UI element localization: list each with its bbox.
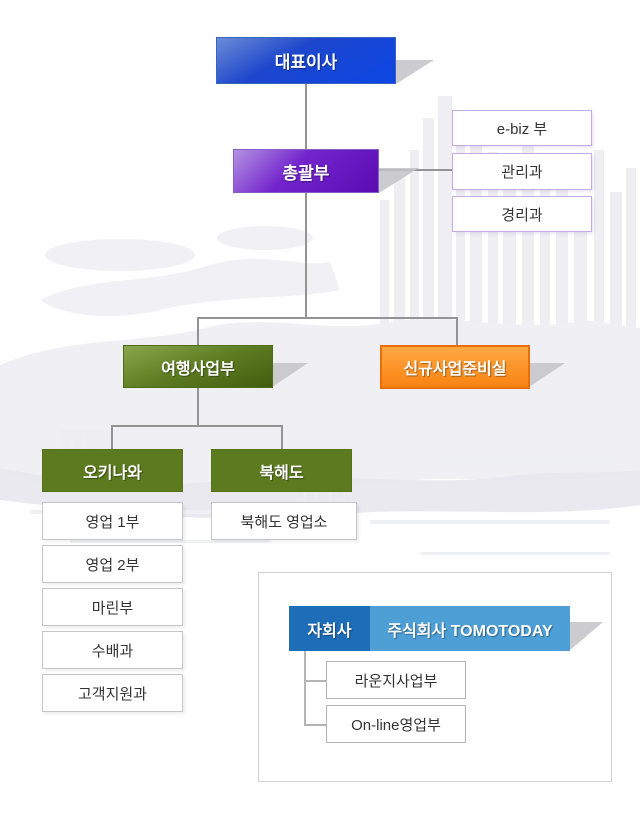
ceo-label: 대표이사 bbox=[274, 53, 338, 72]
okinawa-branch-label: 오키나와 bbox=[83, 464, 142, 482]
subsidiary-dept-lounge-label: 라운지사업부 bbox=[354, 672, 438, 690]
subsidiary-dept-lounge-box: 라운지사업부 bbox=[326, 661, 466, 699]
connector-travel-down bbox=[197, 387, 199, 427]
ceo-box-shadow bbox=[396, 60, 434, 84]
connector-drop-travel bbox=[197, 317, 199, 346]
general-division-box: 총괄부 bbox=[233, 149, 379, 193]
connector-drop-newbiz bbox=[456, 317, 458, 346]
okinawa-dept-marine-label: 마린부 bbox=[91, 599, 134, 617]
travel-division-label: 여행사업부 bbox=[161, 360, 235, 378]
okinawa-dept-sales1-label: 영업 1부 bbox=[85, 513, 140, 531]
okinawa-dept-marine-box: 마린부 bbox=[42, 588, 183, 626]
hokkaido-sales-office-label: 북해도 영업소 bbox=[240, 513, 328, 531]
travel-box-shadow bbox=[272, 363, 308, 387]
okinawa-dept-sales1-box: 영업 1부 bbox=[42, 502, 183, 540]
accounting-dept-label: 경리과 bbox=[501, 206, 543, 224]
okinawa-dept-support-box: 고객지원과 bbox=[42, 674, 183, 712]
map-fragments bbox=[40, 226, 340, 317]
ebiz-dept-box: e-biz 부 bbox=[452, 110, 592, 146]
okinawa-dept-sales2-box: 영업 2부 bbox=[42, 545, 183, 583]
okinawa-dept-arrangement-box: 수배과 bbox=[42, 631, 183, 669]
subsidiary-connector-vertical bbox=[304, 651, 306, 726]
okinawa-branch-box: 오키나와 bbox=[42, 449, 183, 492]
hokkaido-branch-label: 북해도 bbox=[259, 464, 304, 482]
general-box-shadow bbox=[379, 168, 419, 193]
connector-drop-hokkaido bbox=[281, 425, 283, 450]
subsidiary-dept-online-box: On-line영업부 bbox=[326, 705, 466, 743]
subsidiary-connector-stub-1 bbox=[304, 680, 326, 682]
ceo-box: 대표이사 bbox=[216, 37, 396, 84]
subsidiary-tag-label: 자회사 bbox=[307, 622, 352, 640]
new-business-office-box: 신규사업준비실 bbox=[380, 345, 530, 389]
travel-division-box: 여행사업부 bbox=[123, 345, 273, 388]
subsidiary-tag-box: 자회사 bbox=[289, 606, 370, 651]
subsidiary-company-label: 주식회사 TOMOTODAY bbox=[387, 622, 553, 640]
hokkaido-sales-office-box: 북해도 영업소 bbox=[211, 502, 357, 540]
hokkaido-branch-box: 북해도 bbox=[211, 449, 352, 492]
okinawa-dept-sales2-label: 영업 2부 bbox=[85, 556, 140, 574]
ebiz-dept-label: e-biz 부 bbox=[496, 120, 548, 138]
connector-ceo-to-general bbox=[305, 84, 307, 149]
accounting-dept-box: 경리과 bbox=[452, 196, 592, 232]
newbiz-box-shadow bbox=[529, 363, 565, 387]
general-division-label: 총괄부 bbox=[282, 163, 330, 183]
okinawa-dept-arrangement-label: 수배과 bbox=[91, 642, 134, 660]
connector-general-down bbox=[305, 192, 307, 319]
connector-drop-okinawa bbox=[111, 425, 113, 450]
new-business-office-label: 신규사업준비실 bbox=[403, 361, 507, 378]
connector-branches-horizontal bbox=[111, 425, 283, 427]
subsidiary-connector-stub-2 bbox=[304, 724, 326, 726]
okinawa-dept-support-label: 고객지원과 bbox=[77, 685, 147, 703]
admin-dept-label: 관리과 bbox=[501, 164, 543, 181]
admin-dept-box: 관리과 bbox=[452, 153, 592, 190]
subsidiary-dept-online-label: On-line영업부 bbox=[351, 716, 441, 734]
subsidiary-company-box: 주식회사 TOMOTODAY bbox=[370, 606, 570, 651]
connector-branch-horizontal bbox=[197, 317, 458, 319]
